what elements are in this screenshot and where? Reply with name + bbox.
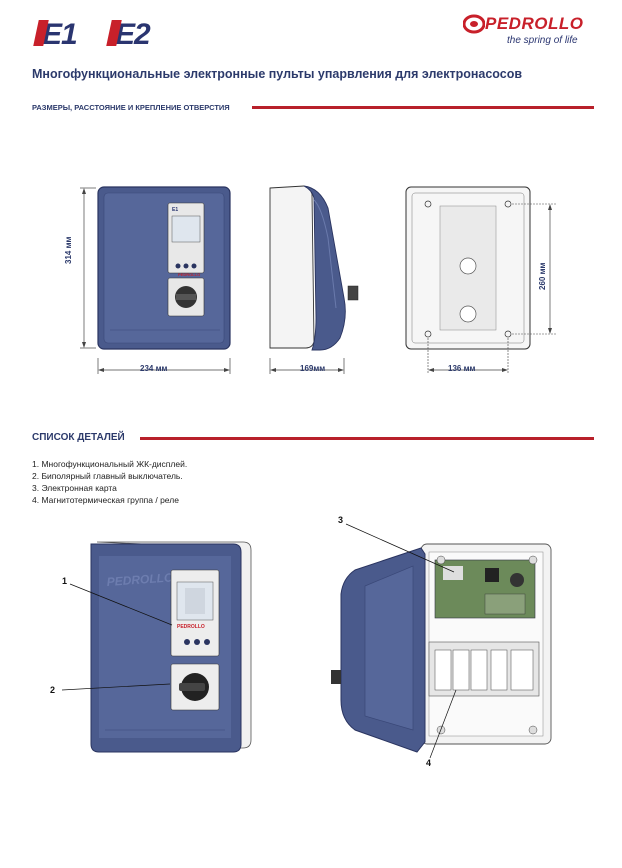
brand-tagline: the spring of life — [507, 35, 578, 46]
section-title-dimensions: РАЗМЕРЫ, РАССТОЯНИЕ И КРЕПЛЕНИЕ ОТВЕРСТИ… — [32, 103, 230, 112]
width-dimension-label: 234 мм — [140, 364, 168, 373]
hole-height-dimension-label: 260 мм — [538, 262, 547, 290]
section-rule — [252, 106, 594, 109]
height-dimension-label: 314 мм — [64, 236, 73, 264]
e2-logo: E2 — [106, 18, 151, 52]
pedrollo-swirl-icon — [463, 14, 485, 34]
list-item: 4. Магнитотермическая группа / реле — [32, 495, 179, 505]
page-subtitle: Многофункциональные электронные пульты у… — [32, 67, 523, 81]
back-view-drawing — [405, 186, 556, 374]
callout-1: 1 — [62, 576, 68, 586]
open-device-illustration — [331, 543, 552, 753]
hole-width-dimension-label: 136 мм — [448, 364, 476, 373]
callout-2: 2 — [50, 685, 56, 695]
callout-4: 4 — [426, 758, 432, 768]
list-item: 1. Многофункциональный ЖК-дисплей. — [32, 459, 188, 469]
side-view-drawing — [269, 185, 359, 374]
panel-brand-label: PEDROLLO — [178, 272, 200, 277]
closed-device-illustration: PEDROLLO PEDROLLO — [90, 541, 252, 753]
parts-list: 1. Многофункциональный ЖК-дисплей. 2. Би… — [32, 458, 187, 506]
list-item: 2. Биполярный главный выключатель. — [32, 471, 183, 481]
depth-dimension-label: 169мм — [300, 364, 326, 373]
pedrollo-logo: PEDROLLO the spring of life — [463, 14, 603, 50]
section-rule — [140, 437, 594, 440]
front-view-drawing: PEDROLLO E1 — [80, 186, 231, 374]
panel-brand-label: PEDROLLO — [177, 624, 205, 630]
section-title-parts: СПИСОК ДЕТАЛЕЙ — [32, 432, 125, 443]
brand-name: PEDROLLO — [485, 14, 584, 33]
panel-logo-label: E1 — [172, 207, 178, 213]
callout-3: 3 — [338, 515, 344, 525]
e1-logo: E1 — [33, 18, 78, 52]
list-item: 3. Электронная карта — [32, 483, 117, 493]
